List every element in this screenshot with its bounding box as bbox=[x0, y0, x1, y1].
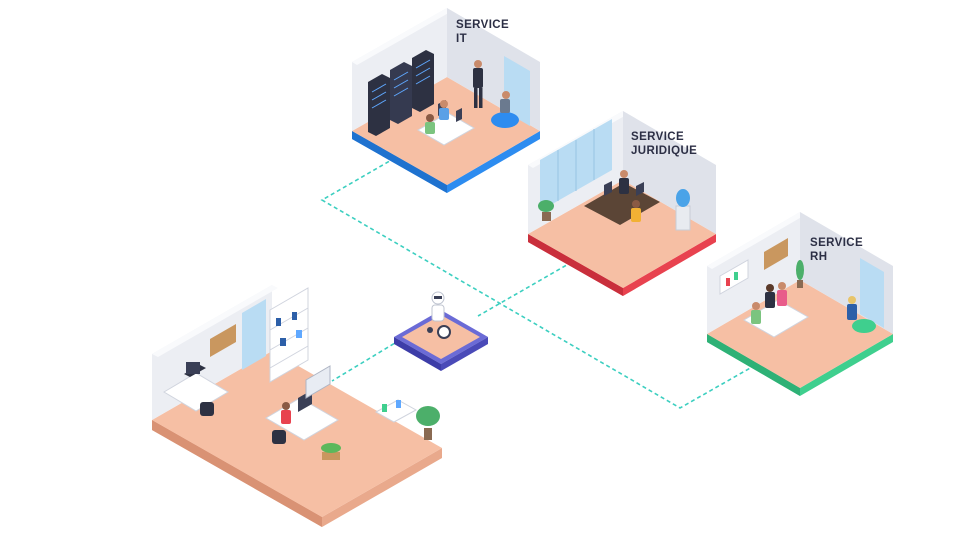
plant-icon bbox=[321, 406, 440, 460]
water-cooler-icon bbox=[675, 189, 691, 231]
bookshelf-icon bbox=[719, 259, 749, 295]
connector-it-to-rh bbox=[320, 157, 753, 409]
person-icon bbox=[619, 170, 641, 222]
room-label-it-line2: IT bbox=[456, 33, 467, 45]
connector-robot-to-office bbox=[331, 339, 401, 382]
person-icon bbox=[425, 60, 519, 134]
desk-icon bbox=[584, 181, 660, 225]
cork-board-icon bbox=[764, 238, 788, 270]
bookshelf-icon bbox=[374, 399, 418, 423]
robot-icon bbox=[427, 291, 451, 339]
room-service-rh: SERVICE RH bbox=[707, 212, 893, 396]
bookshelf-icon bbox=[269, 287, 309, 383]
connectors bbox=[320, 157, 753, 409]
cork-board-icon bbox=[210, 324, 236, 357]
room-label-rh-line1: SERVICE bbox=[810, 237, 863, 249]
connector-juridique-to-robot bbox=[477, 261, 573, 317]
room-open-office bbox=[152, 285, 442, 527]
plant-icon bbox=[538, 200, 554, 221]
server-rack-icon bbox=[368, 50, 434, 136]
plant-icon bbox=[796, 260, 804, 288]
room-label-rh-line2: RH bbox=[810, 251, 827, 263]
room-label-juridique-line2: JURIDIQUE bbox=[631, 145, 697, 157]
person-icon bbox=[751, 282, 857, 324]
beanbag-icon bbox=[852, 319, 876, 333]
robot-hub bbox=[394, 291, 488, 371]
room-service-juridique: SERVICE JURIDIQUE bbox=[528, 111, 716, 296]
room-label-juridique-line1: SERVICE bbox=[631, 131, 684, 143]
room-label-it-line1: SERVICE bbox=[456, 19, 509, 31]
person-icon bbox=[281, 402, 291, 424]
printer-icon bbox=[163, 362, 229, 412]
room-service-it: SERVICE IT bbox=[352, 8, 540, 193]
